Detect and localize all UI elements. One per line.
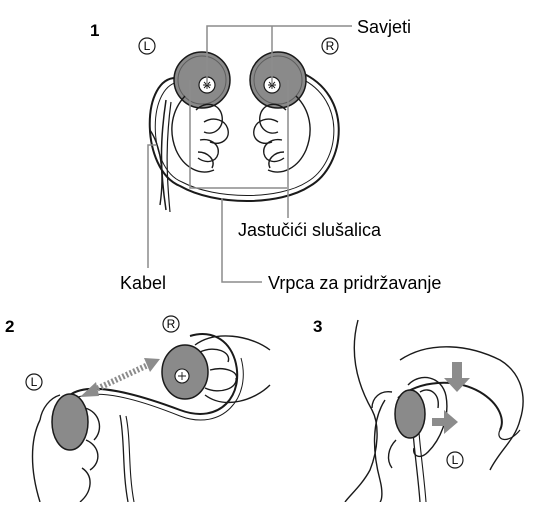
label-pads: Jastučići slušalica — [238, 220, 382, 240]
right-mark-fig2: R — [163, 316, 179, 332]
step-number-2: 2 — [5, 317, 14, 336]
left-mark-fig1: L — [139, 38, 155, 54]
right-mark-fig1: R — [322, 38, 338, 54]
label-tips: Savjeti — [357, 17, 411, 37]
svg-text:R: R — [167, 317, 176, 331]
right-earpiece-fig2 — [162, 345, 208, 399]
left-mark-fig3: L — [447, 452, 463, 468]
earpiece-fig3 — [395, 390, 425, 438]
label-band: Vrpca za pridržavanje — [268, 273, 441, 293]
step-number-3: 3 — [313, 317, 322, 336]
left-mark-fig2: L — [26, 374, 42, 390]
figure-1: 1 L R — [90, 17, 441, 293]
label-cable: Kabel — [120, 273, 166, 293]
svg-text:L: L — [144, 39, 151, 53]
left-earpiece-fig2 — [52, 394, 88, 450]
right-hand-fig1 — [254, 96, 310, 172]
figure-2: 2 R L — [5, 316, 270, 502]
svg-text:R: R — [326, 39, 335, 53]
cable-fig1 — [162, 100, 167, 210]
right-earpiece — [250, 52, 306, 108]
svg-text:L: L — [452, 453, 459, 467]
svg-text:L: L — [31, 375, 38, 389]
step-number-1: 1 — [90, 21, 99, 40]
figure-3: 3 L — [313, 317, 523, 502]
holding-band-fig2 — [70, 334, 237, 414]
head-outline — [345, 320, 523, 502]
